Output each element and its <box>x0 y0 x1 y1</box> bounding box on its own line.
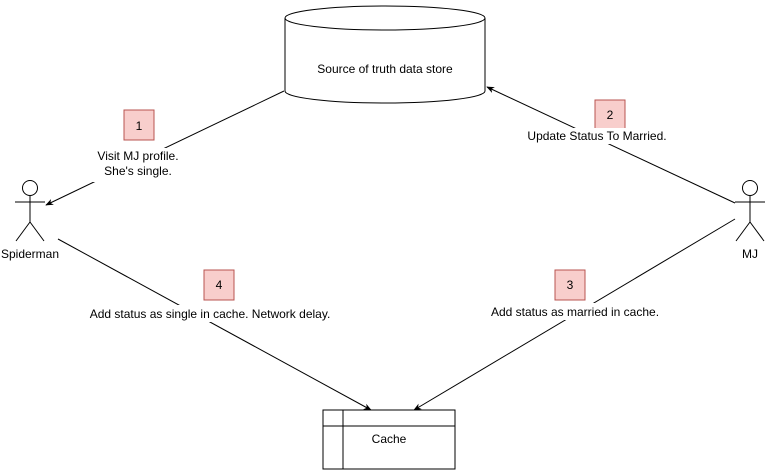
mj-label: MJ <box>742 247 758 261</box>
step-4: 4 Add status as single in cache. Network… <box>86 269 334 322</box>
step-4-number: 4 <box>216 278 223 292</box>
datastore-cylinder: Source of truth data store <box>284 5 486 104</box>
step-1-text-line-1: Visit MJ profile. <box>97 149 178 163</box>
spiderman-label: Spiderman <box>1 247 59 261</box>
cache-box: Cache <box>322 409 456 470</box>
step-2-number: 2 <box>607 108 614 122</box>
cache-label: Cache <box>372 432 407 446</box>
step-4-text: Add status as single in cache. Network d… <box>90 307 331 321</box>
step-2-text: Update Status To Married. <box>527 129 666 143</box>
step-1-badge <box>123 109 155 141</box>
mj-actor-icon <box>735 180 765 242</box>
arrow-spiderman-to-cache <box>57 238 372 411</box>
datastore-label: Source of truth data store <box>317 62 453 76</box>
step-3-badge <box>554 269 586 301</box>
step-3-text: Add status as married in cache. <box>491 305 659 319</box>
step-2: 2 Update Status To Married. <box>524 99 670 144</box>
arrow-mj-to-datastore <box>486 86 736 204</box>
step-1: 1 Visit MJ profile. She's single. <box>80 109 196 182</box>
step-3-number: 3 <box>567 278 574 292</box>
step-3: 3 Add status as married in cache. <box>487 269 663 320</box>
step-1-number: 1 <box>136 119 143 133</box>
step-1-text-line-2: She's single. <box>104 164 172 178</box>
step-4-badge <box>203 269 235 301</box>
spiderman-actor-icon <box>15 180 45 242</box>
